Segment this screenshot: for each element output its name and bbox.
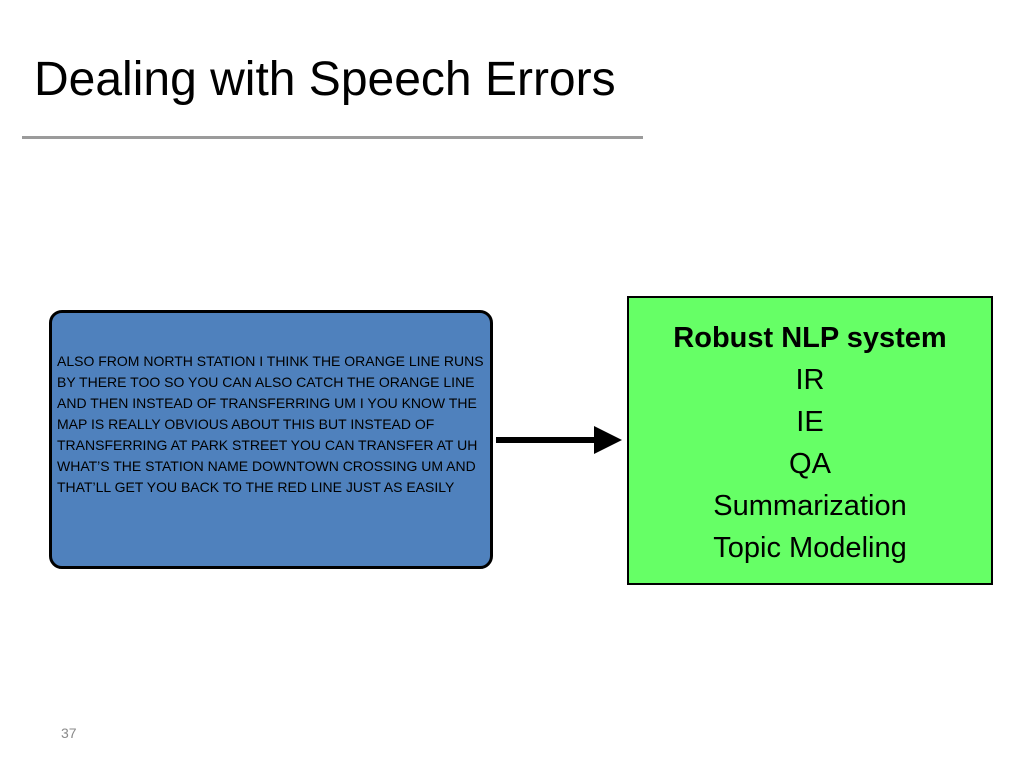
slide-title: Dealing with Speech Errors bbox=[34, 53, 616, 106]
nlp-system-box: Robust NLP system IR IE QA Summarization… bbox=[627, 296, 993, 585]
nlp-system-title: Robust NLP system bbox=[673, 322, 947, 354]
speech-transcript-box: ALSO FROM NORTH STATION I THINK THE ORAN… bbox=[49, 310, 493, 569]
nlp-task-summarization: Summarization bbox=[713, 490, 907, 522]
title-divider bbox=[22, 136, 643, 139]
nlp-task-ir: IR bbox=[795, 364, 825, 396]
flow-arrow bbox=[496, 426, 622, 454]
nlp-task-ie: IE bbox=[796, 406, 824, 438]
page-number: 37 bbox=[61, 725, 77, 741]
nlp-task-topic-modeling: Topic Modeling bbox=[713, 532, 907, 564]
speech-transcript-text: ALSO FROM NORTH STATION I THINK THE ORAN… bbox=[57, 353, 484, 495]
arrow-head bbox=[594, 426, 622, 454]
nlp-task-qa: QA bbox=[789, 448, 831, 480]
